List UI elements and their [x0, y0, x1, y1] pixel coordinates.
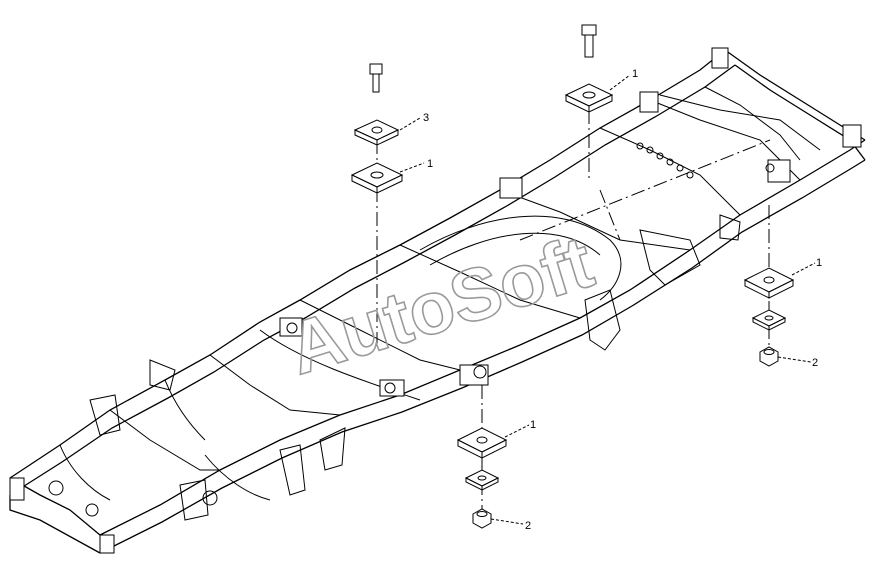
callout-part-1-right: 1 [816, 257, 822, 269]
body-mount-assembly-front [456, 427, 508, 529]
callout-part-1-front: 1 [530, 419, 536, 431]
callout-part-2-right: 2 [812, 357, 818, 369]
callout-part-1-rear: 1 [632, 68, 638, 80]
callout-leaders [399, 74, 816, 525]
chassis-frame [9, 47, 866, 554]
body-mount-assembly-right [743, 267, 795, 367]
callout-part-2-front: 2 [525, 520, 531, 532]
callout-part-1-left: 1 [427, 158, 433, 170]
callout-labels: 1 1 3 1 2 1 2 [423, 68, 822, 532]
body-mount-assembly-left [350, 63, 404, 194]
callout-part-3-washer: 3 [423, 112, 429, 124]
body-mount-assembly-rear [564, 24, 614, 113]
